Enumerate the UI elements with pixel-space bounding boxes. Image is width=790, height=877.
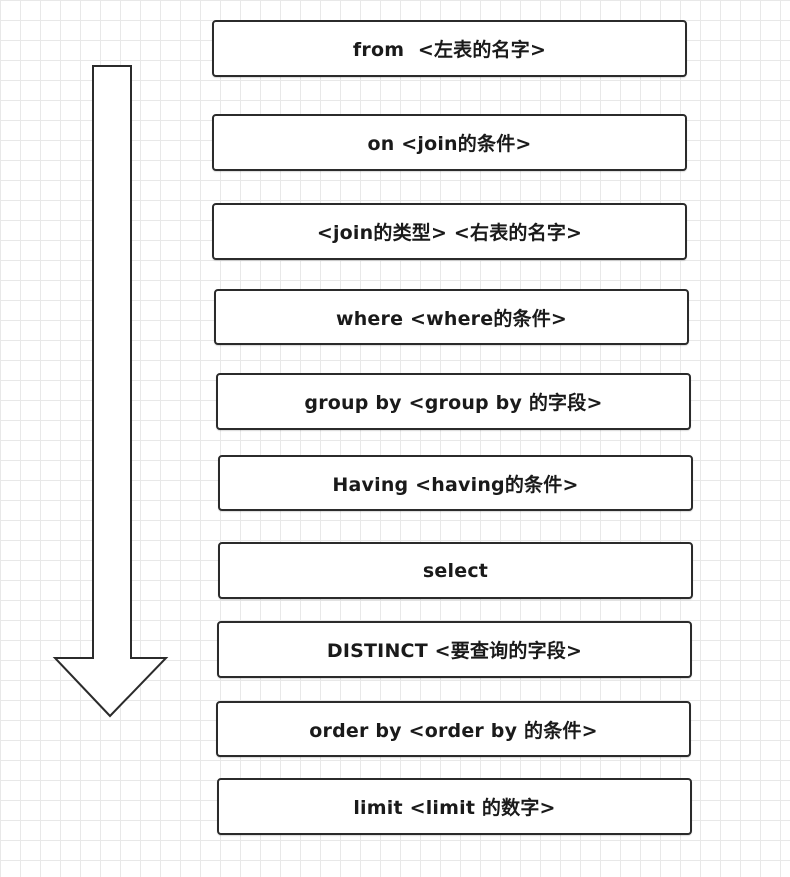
step-where-label: where <where的条件>	[335, 307, 568, 330]
step-from-label: from <左表的名字>	[352, 39, 547, 61]
step-on: on <join的条件>	[212, 114, 687, 171]
step-join-label: <join的类型> <右表的名字>	[316, 222, 583, 244]
step-order-by-label: order by <order by 的条件>	[309, 719, 598, 742]
step-group-by-label: group by <group by 的字段>	[304, 392, 603, 414]
step-from: from <左表的名字>	[212, 20, 687, 77]
step-select-label: select	[422, 559, 489, 582]
step-order-by: order by <order by 的条件>	[216, 701, 691, 757]
step-having: Having <having的条件>	[218, 455, 693, 511]
step-distinct: DISTINCT <要查询的字段>	[217, 621, 692, 678]
step-limit-label: limit <limit 的数字>	[353, 797, 556, 819]
step-where: where <where的条件>	[214, 289, 689, 345]
step-distinct-label: DISTINCT <要查询的字段>	[326, 640, 583, 662]
step-join: <join的类型> <右表的名字>	[212, 203, 687, 260]
step-group-by: group by <group by 的字段>	[216, 373, 691, 430]
step-on-label: on <join的条件>	[367, 133, 532, 155]
down-arrow-icon	[52, 65, 169, 718]
step-select: select	[218, 542, 693, 599]
step-having-label: Having <having的条件>	[332, 473, 579, 496]
down-arrow-shape	[52, 65, 169, 718]
step-limit: limit <limit 的数字>	[217, 778, 692, 835]
